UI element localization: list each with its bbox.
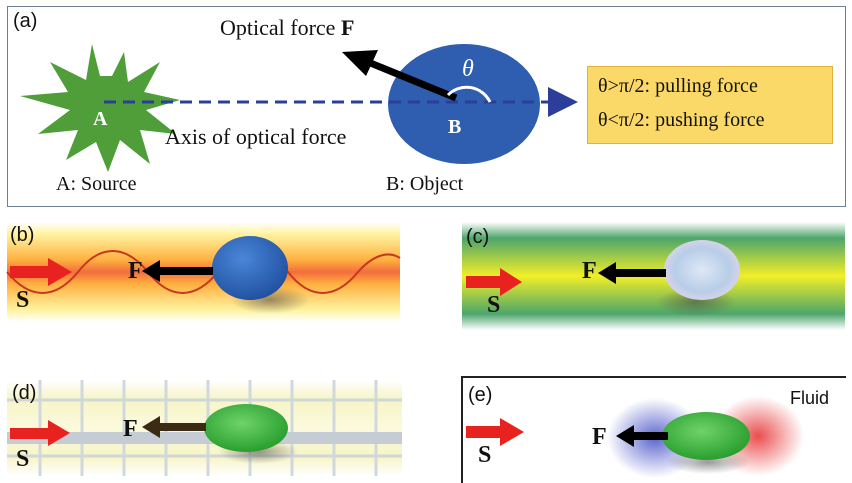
axis-label: Axis of optical force <box>165 124 347 149</box>
f-arrow-head-e <box>616 425 634 447</box>
s-arrow-head-c <box>500 268 522 296</box>
point-b-label: B <box>448 116 462 138</box>
s-arrow-head-d <box>48 420 70 446</box>
object-label: B: Object <box>386 173 464 195</box>
fluid-label: Fluid <box>790 388 830 408</box>
source-star <box>20 44 180 172</box>
particle-e <box>662 412 750 460</box>
optical-force-symbol: F <box>340 15 355 40</box>
s-arrow-head-b <box>48 258 72 286</box>
point-a-label: A <box>93 108 108 130</box>
f-arrow-shaft-d <box>156 423 206 431</box>
waveguide-d <box>7 432 402 444</box>
particle-c <box>664 240 740 300</box>
s-arrow-shaft-c <box>466 276 502 288</box>
f-arrow-head-c <box>598 262 616 284</box>
f-label-e: F <box>592 424 607 450</box>
theta-arc <box>446 85 492 103</box>
panel-b-label: (b) <box>10 224 35 246</box>
optical-force-caption: Optical force F <box>220 15 354 41</box>
panel-a-label: (a) <box>13 10 38 32</box>
panel-c-label: (c) <box>466 226 490 248</box>
panel-a-frame <box>7 6 846 207</box>
optical-force-arrow <box>366 58 458 102</box>
lattice-d <box>7 380 402 476</box>
s-arrow-shaft-e <box>466 426 502 438</box>
s-arrow-head-e <box>500 418 524 446</box>
f-arrow-shaft-e <box>630 432 668 440</box>
legend-pushing: θ<π/2: pushing force <box>598 109 765 131</box>
legend-pulling: θ>π/2: pulling force <box>598 75 758 97</box>
panel-e-label: (e) <box>468 384 493 406</box>
particle-b <box>212 236 288 300</box>
f-arrow-shaft-c <box>612 269 666 277</box>
f-arrow-head-b <box>142 260 160 282</box>
s-label-d: S <box>16 446 30 472</box>
force-legend-box: θ>π/2: pulling force θ<π/2: pushing forc… <box>587 66 833 144</box>
s-label-c: S <box>487 292 501 318</box>
s-arrow-shaft-b <box>10 266 50 278</box>
source-label: A: Source <box>56 173 137 195</box>
theta-symbol: θ <box>462 56 474 82</box>
f-arrow-head-d <box>142 416 160 438</box>
optical-force-text: Optical force <box>220 15 341 40</box>
particle-d <box>204 404 288 452</box>
object-ellipse <box>388 44 540 164</box>
s-label-e: S <box>478 442 492 468</box>
f-arrow-shaft-b <box>155 267 213 275</box>
s-label-b: S <box>16 287 30 313</box>
f-label-b: F <box>128 258 143 284</box>
frame-e <box>461 376 846 483</box>
f-label-c: F <box>582 258 597 284</box>
f-label-d: F <box>123 416 138 442</box>
s-arrow-shaft-d <box>10 428 50 439</box>
optical-force-arrowhead <box>342 50 378 76</box>
panel-d-label: (d) <box>12 382 37 404</box>
